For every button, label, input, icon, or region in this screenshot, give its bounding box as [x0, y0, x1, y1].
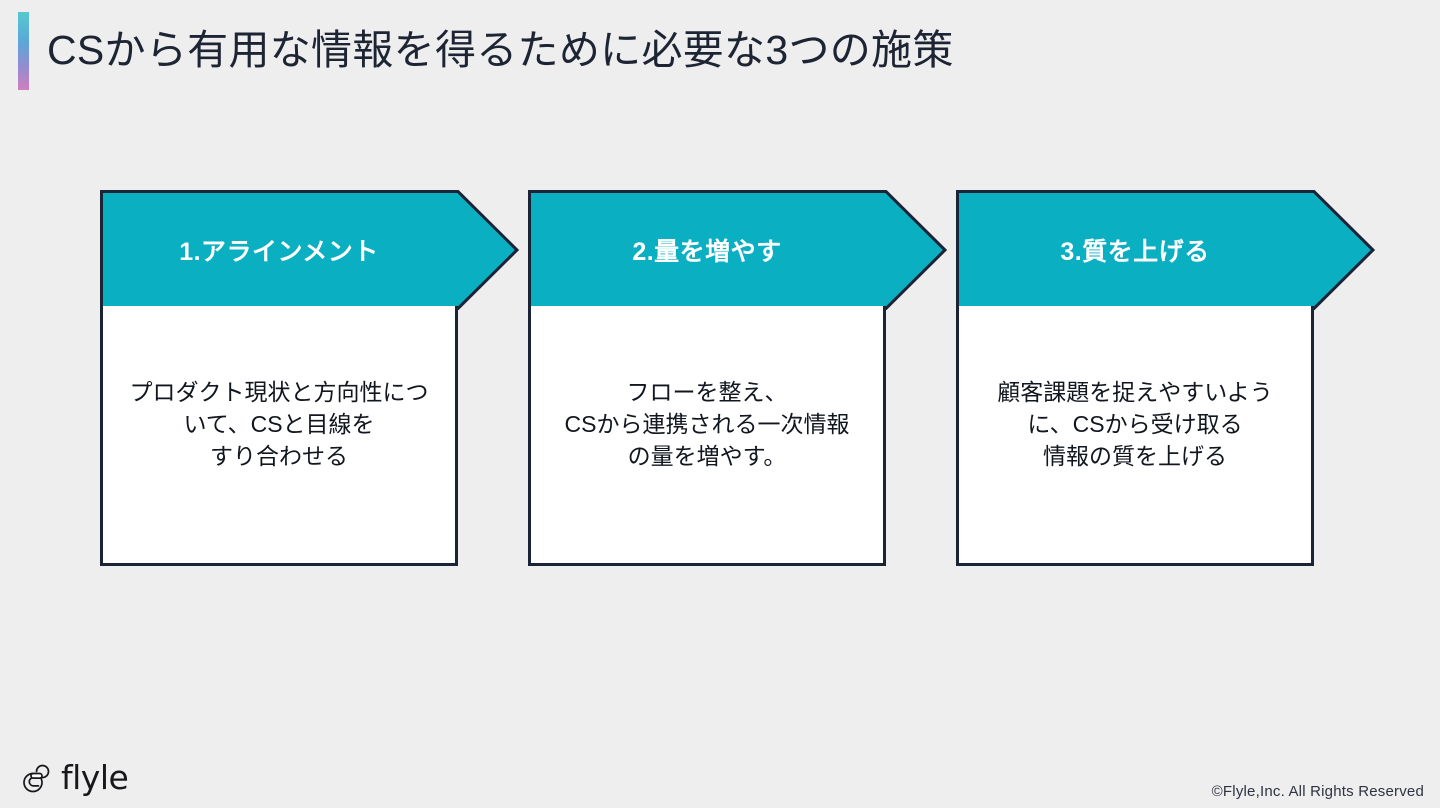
- flyle-logo-mark-icon: [23, 764, 50, 793]
- slide-header: CSから有用な情報を得るために必要な3つの施策: [0, 0, 1440, 110]
- step-card-1[interactable]: 1.アラインメント プロダクト現状と方向性につ いて、CSと目線を すり合わせる: [100, 190, 520, 566]
- step-body-text-3: 顧客課題を捉えやすいよう に、CSから受け取る 情報の質を上げる: [997, 379, 1273, 469]
- title-accent-bar: [18, 12, 29, 90]
- step-card-3[interactable]: 3.質を上げる 顧客課題を捉えやすいよう に、CSから受け取る 情報の質を上げる: [956, 190, 1376, 566]
- chevron-banner-2: 2.量を増やす: [528, 190, 948, 310]
- copyright-notice: ©Flyle,Inc. All Rights Reserved: [1211, 783, 1424, 800]
- chevron-banner-3: 3.質を上げる: [956, 190, 1376, 310]
- step-card-2[interactable]: 2.量を増やす フローを整え、 CSから連携される一次情報 の量を増やす。: [528, 190, 948, 566]
- brand-wordmark: flyle: [61, 757, 129, 797]
- brand-logo: flyle: [22, 757, 129, 797]
- step-body-text-1: プロダクト現状と方向性につ いて、CSと目線を すり合わせる: [129, 379, 429, 469]
- step-body-text-2: フローを整え、 CSから連携される一次情報 の量を増やす。: [564, 379, 850, 469]
- step-body-box-3: 顧客課題を捉えやすいよう に、CSから受け取る 情報の質を上げる: [956, 306, 1314, 566]
- step-body-box-1: プロダクト現状と方向性につ いて、CSと目線を すり合わせる: [100, 306, 458, 566]
- step-body-box-2: フローを整え、 CSから連携される一次情報 の量を増やす。: [528, 306, 886, 566]
- chevron-banner-1: 1.アラインメント: [100, 190, 520, 310]
- page-title: CSから有用な情報を得るために必要な3つの施策: [47, 27, 954, 73]
